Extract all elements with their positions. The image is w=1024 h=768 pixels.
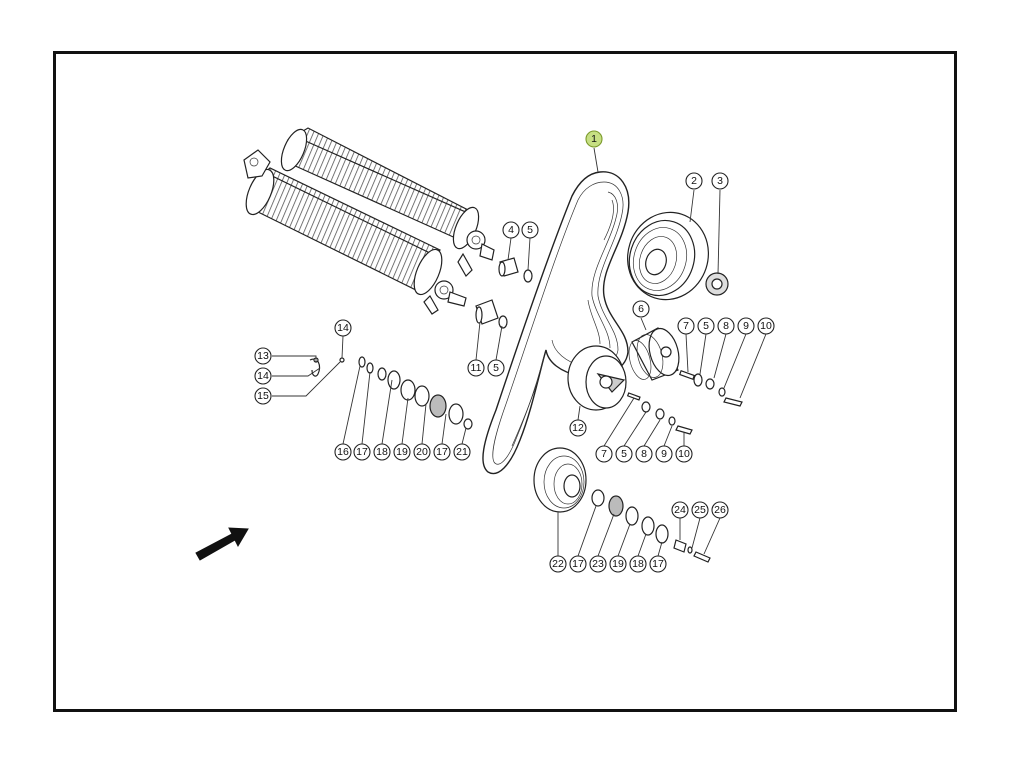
callout-9[interactable]: 9 xyxy=(737,317,755,335)
callout-11[interactable]: 11 xyxy=(467,359,485,377)
svg-text:5: 5 xyxy=(493,362,499,374)
svg-text:10: 10 xyxy=(760,320,772,332)
svg-text:18: 18 xyxy=(632,558,644,570)
callout-12[interactable]: 12 xyxy=(569,419,587,437)
callout-20[interactable]: 20 xyxy=(413,443,431,461)
callout-3[interactable]: 3 xyxy=(711,172,729,190)
svg-text:23: 23 xyxy=(592,558,604,570)
fasteners-lower xyxy=(626,392,693,435)
svg-text:11: 11 xyxy=(471,362,482,374)
svg-text:7: 7 xyxy=(683,320,689,332)
svg-text:22: 22 xyxy=(552,558,564,570)
bushing-set-lower xyxy=(475,299,508,329)
svg-text:15: 15 xyxy=(257,390,269,402)
svg-text:14: 14 xyxy=(337,322,349,334)
callout-2[interactable]: 2 xyxy=(685,172,703,190)
rollers xyxy=(243,127,495,315)
callout-17[interactable]: 17 xyxy=(569,555,587,573)
svg-text:5: 5 xyxy=(621,448,627,460)
callout-19[interactable]: 19 xyxy=(609,555,627,573)
callout-5[interactable]: 5 xyxy=(697,317,715,335)
bearing-stack-left xyxy=(309,356,473,430)
svg-text:4: 4 xyxy=(508,224,514,236)
callout-17[interactable]: 17 xyxy=(649,555,667,573)
lower-roller xyxy=(243,149,467,315)
svg-text:17: 17 xyxy=(356,446,368,458)
callout-10[interactable]: 10 xyxy=(757,317,775,335)
svg-text:5: 5 xyxy=(527,224,533,236)
pulley-6 xyxy=(628,327,680,381)
upper-roller xyxy=(280,127,495,277)
callout-17[interactable]: 17 xyxy=(353,443,371,461)
callout-6[interactable]: 6 xyxy=(632,300,650,318)
callout-8[interactable]: 8 xyxy=(635,445,653,463)
callout-9[interactable]: 9 xyxy=(655,445,673,463)
svg-text:19: 19 xyxy=(396,446,408,458)
tensioner-12 xyxy=(567,345,627,411)
callout-18[interactable]: 18 xyxy=(629,555,647,573)
leader-lines xyxy=(272,147,767,557)
callout-26[interactable]: 26 xyxy=(711,501,729,519)
callout-14[interactable]: 14 xyxy=(254,367,272,385)
svg-text:5: 5 xyxy=(703,320,709,332)
svg-text:13: 13 xyxy=(257,350,269,362)
bearing-stack-bottom xyxy=(591,489,711,563)
svg-text:2: 2 xyxy=(691,175,697,187)
svg-text:26: 26 xyxy=(714,504,726,516)
svg-text:21: 21 xyxy=(456,446,468,458)
callout-17[interactable]: 17 xyxy=(433,443,451,461)
drive-belt xyxy=(482,171,630,475)
callout-15[interactable]: 15 xyxy=(254,387,272,405)
svg-text:3: 3 xyxy=(717,175,723,187)
pulley-22 xyxy=(533,447,587,513)
svg-text:24: 24 xyxy=(674,504,686,516)
svg-text:17: 17 xyxy=(436,446,448,458)
svg-text:19: 19 xyxy=(612,558,624,570)
callout-5[interactable]: 5 xyxy=(615,445,633,463)
pulley-2 xyxy=(627,211,709,301)
svg-text:16: 16 xyxy=(337,446,349,458)
svg-text:18: 18 xyxy=(376,446,388,458)
svg-text:10: 10 xyxy=(678,448,690,460)
callout-19[interactable]: 19 xyxy=(393,443,411,461)
callout-10[interactable]: 10 xyxy=(675,445,693,463)
callout-14[interactable]: 14 xyxy=(334,319,352,337)
svg-text:17: 17 xyxy=(652,558,664,570)
svg-text:1: 1 xyxy=(591,133,597,145)
callout-5[interactable]: 5 xyxy=(487,359,505,377)
svg-text:8: 8 xyxy=(723,320,729,332)
hub-3 xyxy=(705,272,729,296)
svg-text:12: 12 xyxy=(572,422,584,434)
callout-7[interactable]: 7 xyxy=(677,317,695,335)
callout-21[interactable]: 21 xyxy=(453,443,471,461)
callout-22[interactable]: 22 xyxy=(549,555,567,573)
fasteners-upper xyxy=(678,369,743,407)
callout-7[interactable]: 7 xyxy=(595,445,613,463)
svg-text:9: 9 xyxy=(661,448,667,460)
bushing-set-upper xyxy=(498,257,533,283)
svg-text:7: 7 xyxy=(601,448,607,460)
callout-8[interactable]: 8 xyxy=(717,317,735,335)
svg-text:20: 20 xyxy=(416,446,428,458)
svg-text:6: 6 xyxy=(638,303,644,315)
callout-16[interactable]: 16 xyxy=(334,443,352,461)
svg-text:8: 8 xyxy=(641,448,647,460)
callout-23[interactable]: 23 xyxy=(589,555,607,573)
callout-1[interactable]: 1 xyxy=(585,130,603,148)
callout-25[interactable]: 25 xyxy=(691,501,709,519)
diagram-frame xyxy=(53,51,957,712)
svg-text:17: 17 xyxy=(572,558,584,570)
callout-13[interactable]: 13 xyxy=(254,347,272,365)
svg-text:25: 25 xyxy=(694,504,706,516)
callout-18[interactable]: 18 xyxy=(373,443,391,461)
callout-24[interactable]: 24 xyxy=(671,501,689,519)
svg-text:9: 9 xyxy=(743,320,749,332)
callout-4[interactable]: 4 xyxy=(502,221,520,239)
callouts: 1 2 3 4 5 6 7 5 8 9 10 14 13 14 15 xyxy=(254,130,775,573)
arrow-up-right-icon xyxy=(195,527,249,561)
callout-5[interactable]: 5 xyxy=(521,221,539,239)
svg-text:14: 14 xyxy=(257,370,269,382)
